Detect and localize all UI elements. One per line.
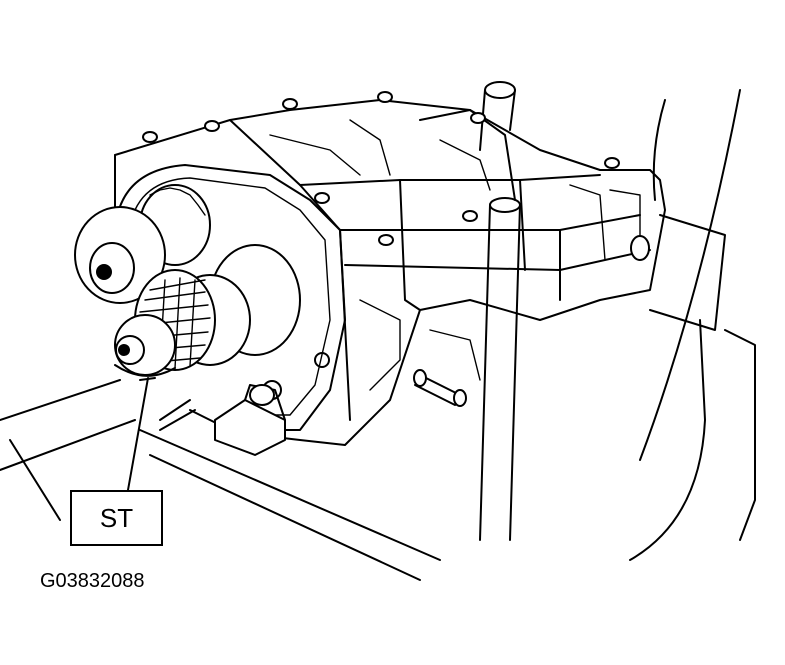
transmission-case [114,99,666,446]
frame-lines [0,89,756,581]
callout-leader [127,377,156,491]
bolts [142,91,650,400]
main-gear [114,244,301,377]
figure-id: G03832088 [40,570,145,592]
front-plate [114,164,346,431]
hose-fitting [413,369,467,407]
pipes [479,81,521,541]
callout-box: ST [70,490,163,546]
callout-label: ST [99,502,134,533]
counter-gear [74,184,211,304]
lower-bracket [159,384,286,456]
